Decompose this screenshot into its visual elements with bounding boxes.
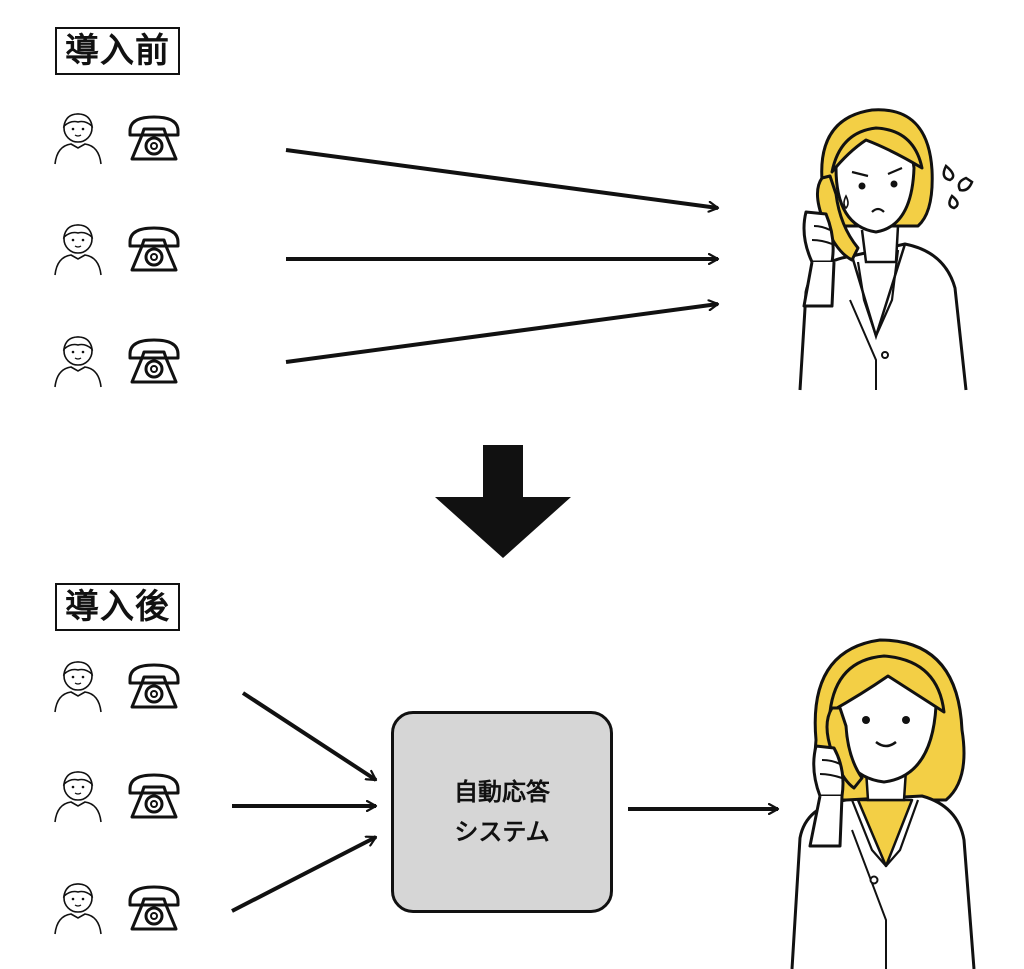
call-arrow [285, 304, 718, 364]
caller-icon [54, 883, 102, 935]
call-arrow [241, 691, 376, 782]
caller-icon [54, 224, 102, 276]
caller-icon [54, 771, 102, 823]
caller-icon [54, 113, 102, 165]
phone-icon [128, 115, 180, 161]
call-arrow [231, 835, 376, 913]
phone-icon [128, 226, 180, 272]
phone-icon [128, 663, 180, 709]
auto-response-system-box: 自動応答 システム [391, 711, 613, 913]
caller-icon [54, 336, 102, 388]
system-label-line2: システム [454, 818, 550, 846]
worried-operator-illustration [798, 108, 974, 391]
happy-operator-illustration [790, 638, 976, 969]
phone-icon [128, 773, 180, 819]
after-label: 導入後 [55, 583, 180, 631]
caller-icon [54, 661, 102, 713]
system-label-line1: 自動応答 [454, 778, 550, 806]
big-down-arrow [435, 445, 571, 558]
call-arrow [285, 148, 718, 208]
before-label: 導入前 [55, 27, 180, 75]
phone-icon [128, 338, 180, 384]
phone-icon [128, 885, 180, 931]
